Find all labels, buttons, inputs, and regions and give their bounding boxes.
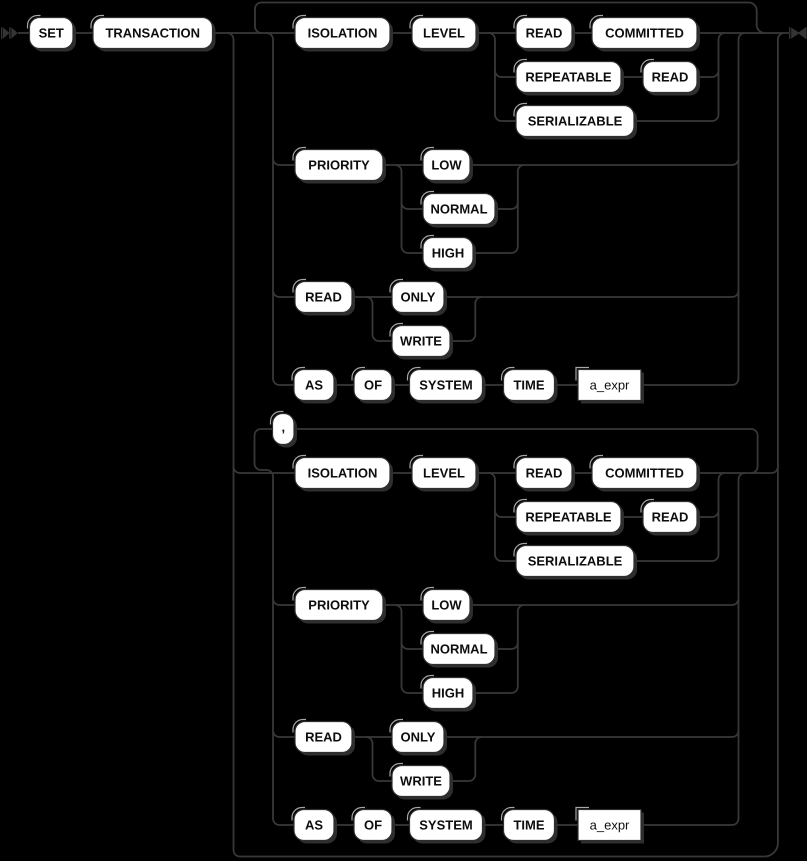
svg-text:READ: READ xyxy=(652,510,689,525)
svg-text:WRITE: WRITE xyxy=(400,774,442,789)
svg-text:LEVEL: LEVEL xyxy=(423,26,465,41)
svg-text:ISOLATION: ISOLATION xyxy=(308,466,378,481)
svg-text:OF: OF xyxy=(364,818,382,833)
svg-text:LOW: LOW xyxy=(431,598,462,613)
svg-text:NORMAL: NORMAL xyxy=(430,202,487,217)
svg-text:READ: READ xyxy=(652,70,689,85)
svg-text:AS: AS xyxy=(305,818,323,833)
svg-text:REPEATABLE: REPEATABLE xyxy=(525,70,612,85)
svg-text:HIGH: HIGH xyxy=(432,686,465,701)
svg-text:SYSTEM: SYSTEM xyxy=(419,378,472,393)
svg-text:a_expr: a_expr xyxy=(590,378,630,393)
svg-text:READ: READ xyxy=(305,290,342,305)
svg-text:READ: READ xyxy=(305,730,342,745)
svg-text:ONLY: ONLY xyxy=(401,730,436,745)
svg-text:COMMITTED: COMMITTED xyxy=(605,466,684,481)
svg-text:ISOLATION: ISOLATION xyxy=(308,26,378,41)
svg-text:a_expr: a_expr xyxy=(590,818,630,833)
svg-text:WRITE: WRITE xyxy=(400,334,442,349)
svg-text:AS: AS xyxy=(305,378,323,393)
svg-text:LEVEL: LEVEL xyxy=(423,466,465,481)
svg-text:LOW: LOW xyxy=(431,158,462,173)
svg-text:READ: READ xyxy=(526,26,563,41)
svg-text:SYSTEM: SYSTEM xyxy=(419,818,472,833)
svg-text:READ: READ xyxy=(526,466,563,481)
svg-text:HIGH: HIGH xyxy=(432,246,465,261)
svg-text:OF: OF xyxy=(364,378,382,393)
svg-text:REPEATABLE: REPEATABLE xyxy=(525,510,612,525)
svg-text:,: , xyxy=(281,420,285,435)
svg-text:PRIORITY: PRIORITY xyxy=(308,158,370,173)
svg-text:SERIALIZABLE: SERIALIZABLE xyxy=(528,554,623,569)
svg-text:TIME: TIME xyxy=(513,378,544,393)
svg-text:SET: SET xyxy=(39,26,64,41)
svg-text:COMMITTED: COMMITTED xyxy=(605,26,684,41)
svg-text:TRANSACTION: TRANSACTION xyxy=(105,26,200,41)
svg-text:PRIORITY: PRIORITY xyxy=(308,598,370,613)
svg-text:TIME: TIME xyxy=(513,818,544,833)
svg-text:ONLY: ONLY xyxy=(401,290,436,305)
svg-text:NORMAL: NORMAL xyxy=(430,642,487,657)
svg-text:SERIALIZABLE: SERIALIZABLE xyxy=(528,114,623,129)
